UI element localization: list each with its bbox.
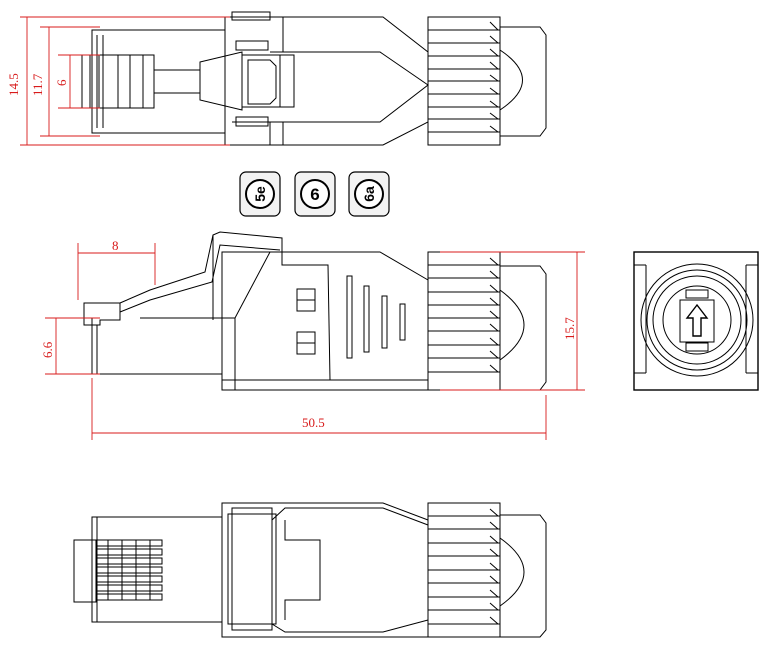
badge-cat6a: 6a <box>348 171 390 217</box>
dim-side-height: 6.6 <box>40 341 55 358</box>
dim-height-mid: 11.7 <box>30 73 45 96</box>
dim-total-length: 50.5 <box>302 415 325 430</box>
badge-label: 5e <box>252 186 268 202</box>
dim-height-inner: 6 <box>54 79 69 86</box>
badge-label: 6a <box>361 186 377 202</box>
dim-height-outer: 14.5 <box>6 73 21 96</box>
end-view <box>633 251 759 391</box>
dim-top-length: 8 <box>112 238 119 253</box>
badge-cat6: 6 <box>294 171 336 217</box>
top-view <box>81 11 547 146</box>
side-view <box>83 231 547 391</box>
top-view-dimensions: 14.5 11.7 6 <box>6 16 230 146</box>
side-view-dimensions: 8 6.6 15.7 50.5 <box>40 238 585 440</box>
badge-label: 6 <box>310 185 319 204</box>
bottom-view <box>73 502 547 638</box>
badge-cat5e: 5e <box>239 171 281 217</box>
dim-body-height: 15.7 <box>562 317 577 340</box>
category-badges: 5e 6 6a <box>239 171 390 217</box>
